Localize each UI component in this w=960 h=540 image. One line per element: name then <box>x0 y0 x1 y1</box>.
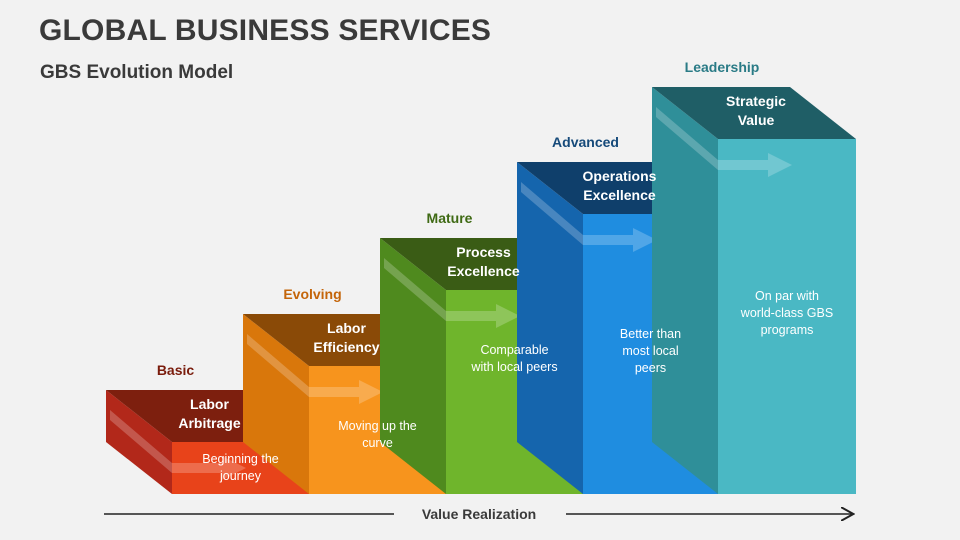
step-5-description: On par with world-class GBS programs <box>740 289 834 337</box>
step-4-side-face <box>517 162 583 494</box>
step-2-level-label: Evolving <box>283 286 342 302</box>
step-4-level-label: Advanced <box>552 134 619 150</box>
step-3-progress-arrow-icon <box>384 258 520 328</box>
step-2-side-face <box>243 314 309 494</box>
step-4-description: Better than most local peers <box>619 327 682 375</box>
step-2-title: Labor Efficiency <box>313 320 380 355</box>
step-5-top-face <box>652 87 856 139</box>
step-5-front-face <box>718 139 856 494</box>
step-1-title: Labor Arbitrage <box>178 396 241 431</box>
value-realization-label: Value Realization <box>421 506 537 522</box>
step-5-side-face <box>652 87 718 494</box>
step-1-level-label: Basic <box>156 362 195 378</box>
step-5-progress-arrow-icon <box>656 107 792 177</box>
step-2-progress-arrow-icon <box>247 334 383 404</box>
step-3-side-face <box>380 238 446 494</box>
page-title: GLOBAL BUSINESS SERVICES <box>39 14 492 47</box>
step-3-description: Comparable with local peers <box>471 343 558 374</box>
step-2-description: Moving up the curve <box>338 419 417 450</box>
page-subtitle: GBS Evolution Model <box>40 62 234 83</box>
step-3-level-label: Mature <box>426 210 473 226</box>
step-1-progress-arrow-icon <box>110 410 246 480</box>
step-5-title: Strategic Value <box>726 93 786 128</box>
step-1-description: Beginning the journey <box>202 452 279 483</box>
step-4-progress-arrow-icon <box>521 182 657 252</box>
step-5-level-label: Leadership <box>684 59 760 75</box>
step-1-side-face <box>106 390 172 494</box>
step-4-title: Operations Excellence <box>582 168 657 203</box>
step-3-title: Process Excellence <box>447 244 520 279</box>
